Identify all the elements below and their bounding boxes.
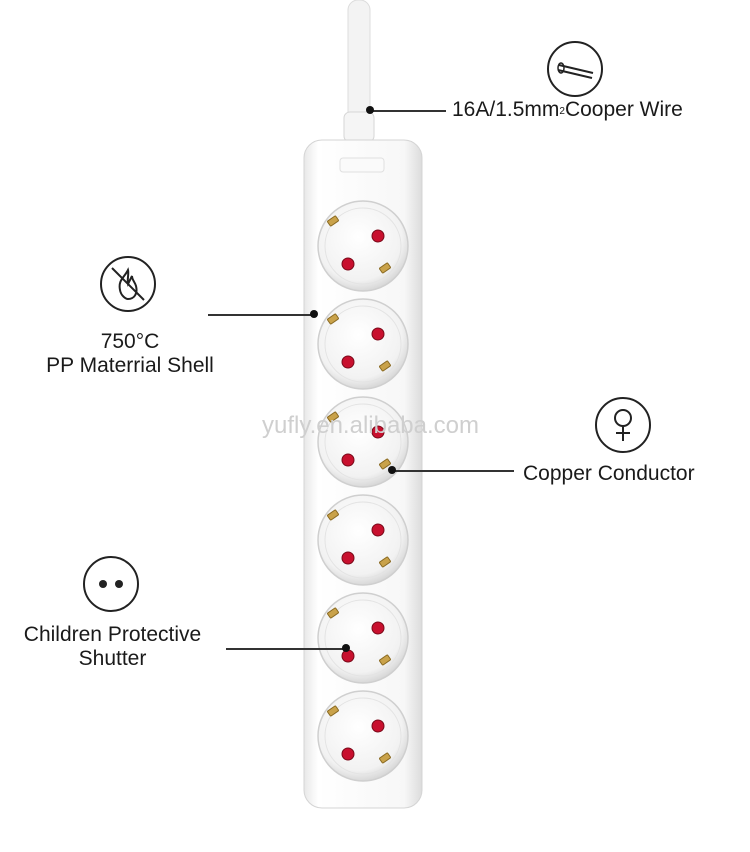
socket-pin-hole: [371, 523, 385, 537]
socket-pin-hole: [341, 355, 355, 369]
ground-clip: [327, 607, 339, 619]
shell-callout-line: [208, 314, 312, 316]
wire-callout-line: [370, 110, 446, 112]
copper-symbol-icon: [595, 397, 651, 453]
ground-clip: [327, 705, 339, 717]
ground-clip: [379, 262, 391, 274]
ground-clip: [379, 458, 391, 470]
shutter-callout-dot: [342, 644, 350, 652]
socket-pin-hole: [341, 453, 355, 467]
wire-icon: [547, 41, 603, 97]
socket-5: [317, 592, 409, 684]
socket-pin-hole: [371, 327, 385, 341]
ground-clip: [327, 313, 339, 325]
socket-2: [317, 298, 409, 390]
shutter-callout-line: [226, 648, 346, 650]
wire-callout-dot: [366, 106, 374, 114]
shell-label-line1: 750°C: [100, 330, 160, 353]
socket-pin-hole: [341, 257, 355, 271]
socket-4: [317, 494, 409, 586]
socket-pin-hole: [371, 229, 385, 243]
ground-clip: [327, 411, 339, 423]
ground-clip: [379, 556, 391, 568]
ground-clip: [379, 360, 391, 372]
shell-label-line2: PP Materrial Shell: [46, 354, 214, 377]
strip-indicator: [339, 157, 385, 173]
conductor-callout-line: [392, 470, 514, 472]
wire-label: 16A/1.5mm2Cooper Wire: [452, 98, 683, 121]
socket-6: [317, 690, 409, 782]
shutter-label-line1: Children Protective: [23, 623, 202, 646]
conductor-callout-dot: [388, 466, 396, 474]
shell-callout-dot: [310, 310, 318, 318]
ground-clip: [379, 654, 391, 666]
socket-pin-hole: [371, 719, 385, 733]
shutter-label-line2: Shutter: [78, 647, 147, 670]
socket-pin-hole: [341, 551, 355, 565]
socket-3: [317, 396, 409, 488]
socket-pin-hole: [371, 621, 385, 635]
shutter-label: Children Protective Shutter: [0, 623, 225, 671]
power-strip-illustration: [303, 0, 423, 809]
conductor-label: Copper Conductor: [523, 462, 695, 485]
watermark: yufly.en.alibaba.com: [262, 412, 480, 439]
socket-pin-hole: [371, 425, 385, 439]
ground-clip: [327, 215, 339, 227]
no-fire-icon: [100, 256, 156, 312]
ground-clip: [379, 752, 391, 764]
shell-label: 750°C PP Materrial Shell: [20, 330, 240, 378]
ground-clip: [327, 509, 339, 521]
cable-strain-relief: [343, 111, 375, 143]
socket-pin-hole: [341, 747, 355, 761]
two-dots-icon: [83, 556, 139, 612]
socket-1: [317, 200, 409, 292]
